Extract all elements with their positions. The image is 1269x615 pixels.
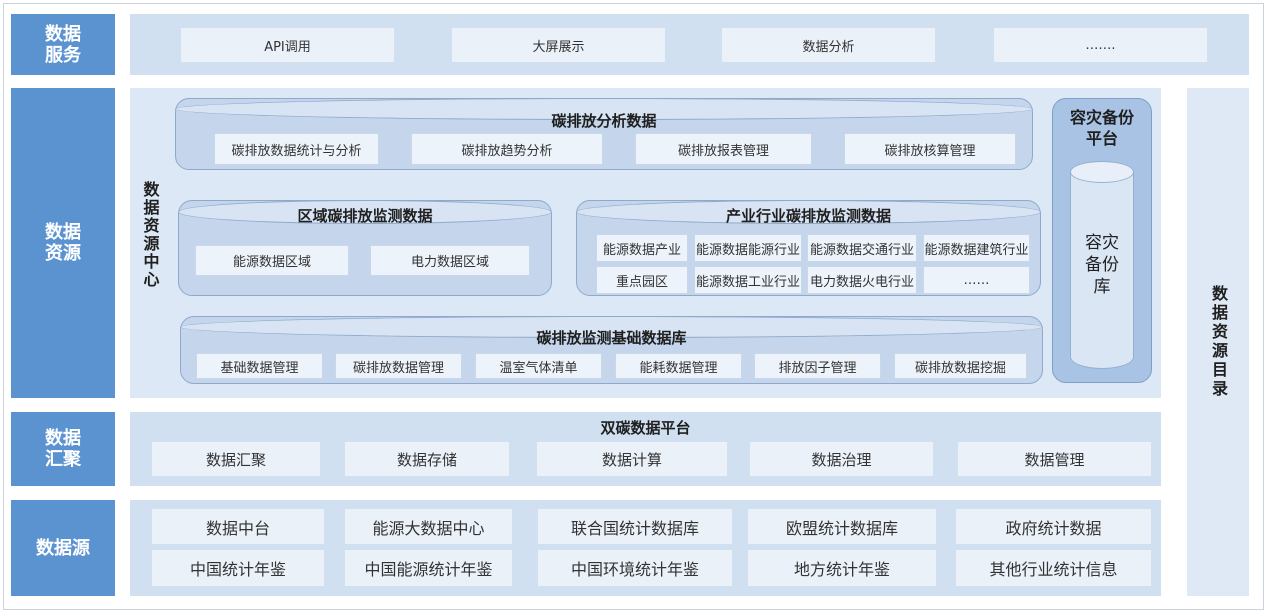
regional-item-energy: 能源数据区域 — [195, 245, 349, 276]
industry-item-more: …… — [923, 266, 1030, 294]
backup-platform: 容灾备份 平台 容灾 备份 库 — [1052, 98, 1152, 383]
diagram-frame — [3, 3, 1264, 610]
cylinder-top — [180, 316, 1043, 338]
aggregation-item-storage: 数据存储 — [345, 442, 509, 476]
source-data-middle: 数据中台 — [152, 509, 324, 544]
services-label-text: 数据 服务 — [45, 23, 81, 66]
layer-label-services: 数据 服务 — [11, 14, 115, 75]
source-local-yearbook: 地方统计年鉴 — [748, 550, 936, 586]
carbon-analysis-title: 碳排放分析数据 — [551, 112, 657, 130]
source-env-yearbook: 中国环境统计年鉴 — [538, 550, 732, 586]
base-item-mining: 碳排放数据挖掘 — [894, 353, 1027, 379]
sources-label-text: 数据源 — [36, 537, 90, 559]
cylinder-top — [178, 200, 552, 224]
catalog-column — [1187, 88, 1249, 596]
backup-db-top — [1070, 161, 1134, 183]
regional-title: 区域碳排放监测数据 — [297, 207, 433, 225]
industry-title: 产业行业碳排放监测数据 — [725, 207, 891, 225]
cylinder-top — [576, 200, 1041, 224]
service-data-analysis: 数据分析 — [722, 28, 935, 62]
layer-label-resources: 数据 资源 — [11, 88, 115, 398]
catalog-label: 数据资源目录 — [1187, 88, 1249, 596]
source-gov-stats: 政府统计数据 — [956, 509, 1151, 544]
base-item-basic: 基础数据管理 — [196, 353, 323, 379]
base-database-title: 碳排放监测基础数据库 — [536, 329, 687, 347]
layer-label-aggregation: 数据 汇聚 — [11, 412, 115, 486]
catalog-label-text: 数据资源目录 — [1209, 285, 1228, 399]
industry-item-park: 重点园区 — [596, 266, 688, 294]
service-more: ……. — [994, 28, 1207, 62]
analysis-item-trend: 碳排放趋势分析 — [411, 133, 603, 165]
base-item-factor: 排放因子管理 — [754, 353, 881, 379]
aggregation-item-governance: 数据治理 — [750, 442, 933, 476]
backup-db-cylinder: 容灾 备份 库 — [1070, 161, 1134, 369]
service-api-call: API调用 — [181, 28, 394, 62]
source-un-stats: 联合国统计数据库 — [538, 509, 732, 544]
aggregation-label-text: 数据 汇聚 — [45, 428, 81, 470]
resource-center-label-text: 数据资源中心 — [140, 181, 160, 289]
industry-item-manufacturing: 能源数据工业行业 — [694, 266, 802, 294]
source-energy-bigdata: 能源大数据中心 — [345, 509, 512, 544]
layer-label-sources: 数据源 — [11, 500, 115, 596]
aggregation-item-compute: 数据计算 — [537, 442, 727, 476]
source-china-yearbook: 中国统计年鉴 — [152, 550, 324, 586]
base-item-ghg: 温室气体清单 — [475, 353, 602, 379]
industry-item-thermal-power: 电力数据火电行业 — [807, 266, 917, 294]
analysis-item-stats: 碳排放数据统计与分析 — [214, 133, 379, 165]
base-item-carbon: 碳排放数据管理 — [335, 353, 462, 379]
cylinder-base-database: 碳排放监测基础数据库 — [180, 316, 1043, 384]
industry-item-transport: 能源数据交通行业 — [807, 234, 917, 262]
backup-platform-title: 容灾备份 平台 — [1069, 108, 1134, 148]
industry-item-energy-sector: 能源数据能源行业 — [694, 234, 802, 262]
aggregation-item-gather: 数据汇聚 — [152, 442, 320, 476]
cylinder-regional: 区域碳排放监测数据 — [178, 200, 552, 296]
aggregation-item-management: 数据管理 — [958, 442, 1151, 476]
resource-center-label: 数据资源中心 — [136, 170, 164, 300]
source-energy-yearbook: 中国能源统计年鉴 — [345, 550, 512, 586]
resources-label-text: 数据 资源 — [45, 222, 81, 264]
regional-item-power: 电力数据区域 — [370, 245, 530, 276]
analysis-item-report: 碳排放报表管理 — [635, 133, 812, 165]
analysis-item-accounting: 碳排放核算管理 — [844, 133, 1016, 165]
base-item-energy: 能耗数据管理 — [615, 353, 742, 379]
service-big-screen: 大屏展示 — [452, 28, 665, 62]
source-other-industry: 其他行业统计信息 — [956, 550, 1151, 586]
industry-item-energy-industry: 能源数据产业 — [596, 234, 688, 262]
source-eu-stats: 欧盟统计数据库 — [748, 509, 936, 544]
cylinder-top — [175, 98, 1033, 120]
industry-item-building: 能源数据建筑行业 — [923, 234, 1030, 262]
backup-db-label: 容灾 备份 库 — [1085, 233, 1119, 297]
aggregation-title: 双碳数据平台 — [600, 419, 691, 437]
